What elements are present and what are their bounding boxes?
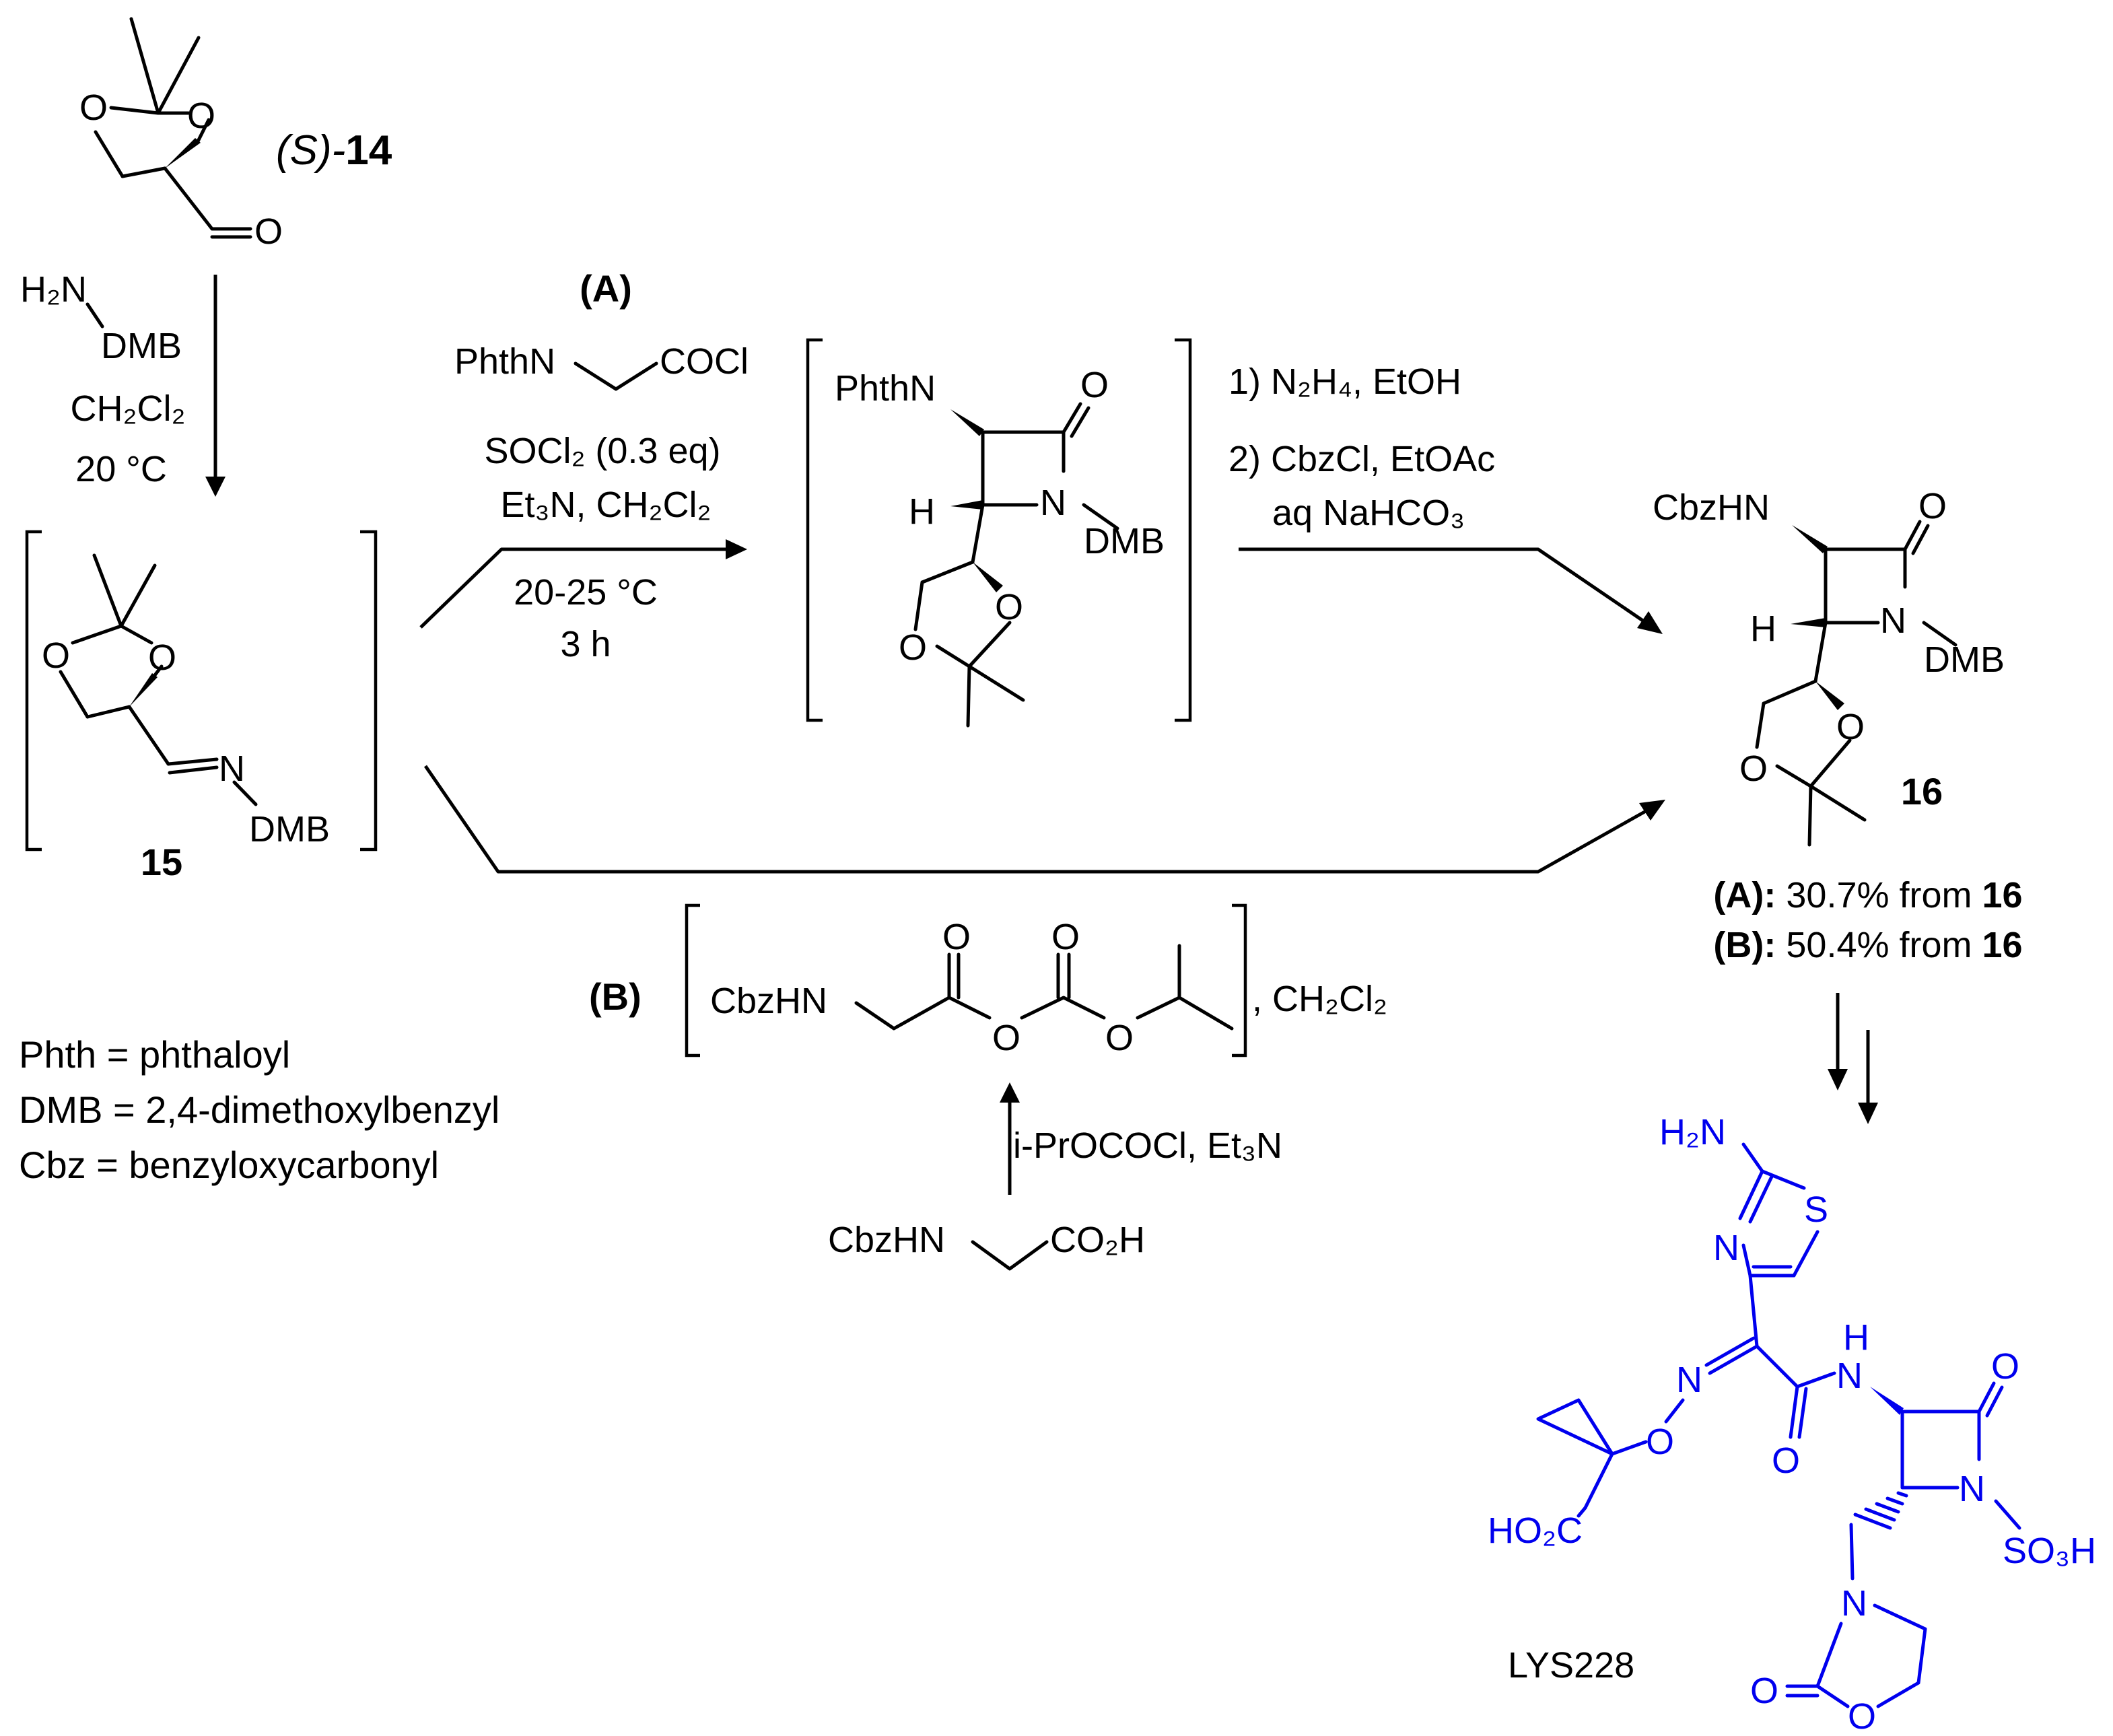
atom-n: N xyxy=(1880,600,1906,641)
atom-o: O xyxy=(1739,749,1768,789)
atom-o: O xyxy=(1848,1696,1876,1736)
atom-n: N xyxy=(1836,1356,1863,1396)
legend-phth: Phth = phthaloyl xyxy=(19,1033,290,1076)
route-a-time: 3 h xyxy=(560,624,611,664)
atom-o: O xyxy=(1772,1440,1800,1481)
atom-n: N xyxy=(219,749,245,789)
reagent-amine: H₂N xyxy=(20,269,87,310)
lys228-label: LYS228 xyxy=(1508,1645,1634,1686)
atom-o: O xyxy=(1051,917,1080,957)
reagent-amine-dmb: DMB xyxy=(101,326,182,366)
route-b-solvent: , CH₂Cl₂ xyxy=(1252,979,1387,1019)
atom-n: N xyxy=(1959,1469,1985,1509)
atom-o: O xyxy=(148,637,176,678)
atom-dmb: DMB xyxy=(1084,521,1165,561)
compound-15-structure: O O N DMB 15 xyxy=(25,530,378,883)
atom-n: N xyxy=(1676,1360,1702,1400)
atom-o: O xyxy=(1105,1018,1134,1058)
atom-cbzhn: CbzHN xyxy=(710,981,827,1021)
reagent-phthn: PhthN xyxy=(454,341,555,382)
atom-o: O xyxy=(254,211,283,252)
atom-dmb: DMB xyxy=(1924,639,2005,680)
route-b-activation: i-PrOCOCl, Et₃N xyxy=(1013,1125,1282,1166)
deprotect-step-3: aq NaHCO₃ xyxy=(1272,493,1465,533)
atom-o: O xyxy=(42,635,70,676)
yield-a: (A): 30.7% from 16 xyxy=(1713,875,2022,915)
deprotect-step-2: 2) CbzCl, EtOAc xyxy=(1228,439,1495,479)
atom-h: H xyxy=(909,491,935,532)
routeA-conditions: (A) PhthN COCl SOCl₂ (0.3 eq) Et₃N, CH₂C… xyxy=(454,267,749,664)
atom-s: S xyxy=(1804,1189,1828,1230)
step1-solvent: CH₂Cl₂ xyxy=(71,388,186,429)
abbreviation-legend: Phth = phthaloyl DMB = 2,4-dimethoxylben… xyxy=(19,1033,499,1186)
atom-so3h: SO₃H xyxy=(2003,1531,2096,1571)
atom-ho2c: HO₂C xyxy=(1488,1511,1583,1551)
step1-conditions: H₂N DMB CH₂Cl₂ 20 °C xyxy=(20,269,185,489)
precursor-cbzhn: CbzHN xyxy=(828,1220,945,1260)
compound-14-structure: O O O (S)-14 xyxy=(79,17,392,252)
legend-cbz: Cbz = benzyloxycarbonyl xyxy=(19,1144,439,1186)
atom-phthn: PhthN xyxy=(835,368,936,409)
atom-o: O xyxy=(79,88,108,128)
precursor-co2h: CO₂H xyxy=(1050,1220,1145,1260)
atom-o: O xyxy=(1646,1422,1674,1462)
arrow-multistep xyxy=(1828,993,1878,1124)
yield-b: (B): 50.4% from 16 xyxy=(1713,925,2022,965)
compound-15-label: 15 xyxy=(141,841,182,883)
atom-o: O xyxy=(942,917,971,957)
yields: (A): 30.7% from 16 (B): 50.4% from 16 xyxy=(1713,875,2022,965)
atom-n: N xyxy=(1040,483,1066,523)
reagent-cocl: COCl xyxy=(660,341,749,382)
arrow-anhydride-formation: i-PrOCOCl, Et₃N xyxy=(1000,1082,1282,1195)
routeB-anhydride: (B) CbzHN O O O O , CH₂Cl₂ xyxy=(589,903,1387,1058)
atom-h2n: H₂N xyxy=(1659,1112,1726,1152)
route-a-socl2: SOCl₂ (0.3 eq) xyxy=(484,431,720,471)
arrow-route-a xyxy=(419,539,747,629)
route-a-label: (A) xyxy=(580,267,632,310)
route-a-temperature: 20-25 °C xyxy=(514,572,658,613)
atom-n: N xyxy=(1713,1228,1739,1268)
deprotection-conditions: 1) N₂H₄, EtOH 2) CbzCl, EtOAc aq NaHCO₃ xyxy=(1228,361,1495,533)
atom-o: O xyxy=(1918,486,1947,526)
route-a-base-solvent: Et₃N, CH₂Cl₂ xyxy=(501,485,712,525)
compound-16-label: 16 xyxy=(1901,770,1943,812)
step1-temperature: 20 °C xyxy=(75,449,167,489)
atom-o: O xyxy=(187,96,215,136)
atom-dmb: DMB xyxy=(249,809,330,849)
atom-o: O xyxy=(1080,365,1109,405)
route-b-label: (B) xyxy=(589,975,642,1018)
legend-dmb: DMB = 2,4-dimethoxylbenzyl xyxy=(19,1088,499,1131)
hashed-bond xyxy=(1853,1491,1908,1530)
atom-h: H xyxy=(1843,1317,1869,1358)
atom-o: O xyxy=(995,587,1023,627)
atom-o: O xyxy=(899,627,927,668)
arrow-14-to-15 xyxy=(205,275,226,497)
atom-o: O xyxy=(1991,1346,2019,1387)
atom-o: O xyxy=(1750,1671,1778,1711)
intermediate-phthn-lactam: PhthN O N DMB H O O xyxy=(806,338,1192,728)
compound-14-label: (S)-14 xyxy=(276,127,392,174)
compound-16-structure: CbzHN O N DMB H O O 16 xyxy=(1653,486,2005,847)
atom-o: O xyxy=(1836,707,1865,747)
arrow-route-b xyxy=(423,765,1665,874)
cbz-glycine: CbzHN CO₂H xyxy=(828,1220,1145,1271)
deprotect-step-1: 1) N₂H₄, EtOH xyxy=(1228,361,1461,402)
atom-cbzhn: CbzHN xyxy=(1653,487,1770,528)
atom-h: H xyxy=(1750,609,1776,649)
arrow-deprotection xyxy=(1239,547,1663,634)
lys228-structure: H₂N S N N O HO₂C O N H O xyxy=(1488,1112,2096,1736)
atom-n: N xyxy=(1841,1583,1867,1624)
atom-o: O xyxy=(992,1018,1020,1058)
